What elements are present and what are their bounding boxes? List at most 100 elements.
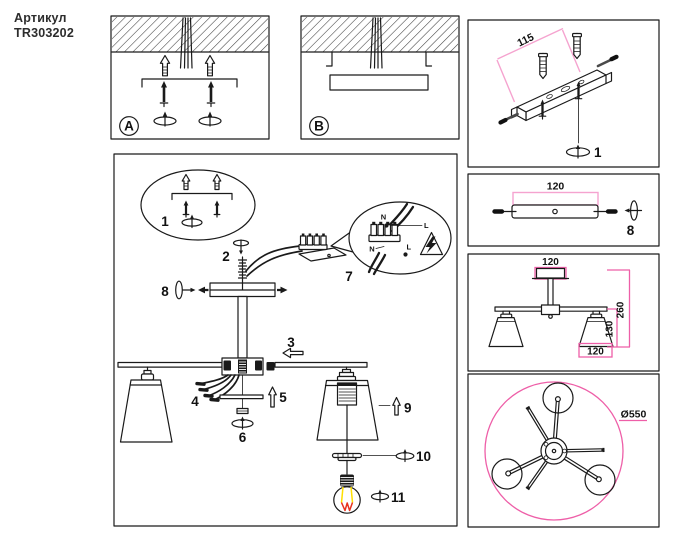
wall-anchor-icon xyxy=(571,32,582,60)
shade-height-label: 130 xyxy=(605,320,616,337)
step-10-label: 10 xyxy=(416,449,431,464)
mounting-screw-icon xyxy=(574,81,583,144)
screw-rotation-icon xyxy=(175,280,196,300)
down-rod xyxy=(237,295,248,359)
screw-rotation-icon xyxy=(624,200,643,221)
mounting-method-b-panel: B xyxy=(300,15,460,140)
total-height-label: 260 xyxy=(616,301,627,318)
screw-rotation-icon xyxy=(395,449,415,463)
hub-wires-step: 4 xyxy=(191,374,240,409)
canopy-detail-panel: 120 8 xyxy=(467,173,660,247)
mounting-method-a-panel: A xyxy=(110,15,270,140)
hub-assembly xyxy=(117,357,368,409)
chandelier-side-view xyxy=(488,267,614,348)
step-8-label: 8 xyxy=(161,284,169,299)
live-label: L xyxy=(424,221,429,230)
lock-nut-step: 6 xyxy=(231,407,254,445)
canopy-bar xyxy=(511,204,599,219)
cover-plate-step: 5 xyxy=(219,386,287,408)
up-arrow-icon xyxy=(268,386,277,408)
wiring-callout: N L N L xyxy=(330,201,452,276)
step-8-label: 8 xyxy=(627,223,635,238)
chandelier-top-view xyxy=(491,382,616,496)
terminal-screw xyxy=(403,252,408,257)
mounting-screw-icon xyxy=(182,200,190,218)
shade-width-label: 120 xyxy=(587,347,604,358)
diameter-circle xyxy=(484,381,624,521)
step-1-label: 1 xyxy=(161,214,169,229)
mounting-screw-icon xyxy=(159,81,169,108)
mains-wires xyxy=(369,17,383,69)
shade-outline xyxy=(584,464,616,496)
screw-rotation-icon xyxy=(231,416,254,430)
bracket-step-callout: 1 xyxy=(140,169,256,241)
left-lampshade xyxy=(119,366,173,443)
cover-plate xyxy=(219,394,264,400)
right-arm xyxy=(274,361,368,368)
step-2-label: 2 xyxy=(222,249,230,264)
canopy-step: 8 xyxy=(161,280,288,300)
assembly-diagram-panel: 1 2 xyxy=(113,153,458,527)
wall-anchor-icon xyxy=(204,54,216,77)
mounting-screw-icon xyxy=(206,81,216,108)
right-lampshade-assembly: 9 10 xyxy=(316,366,431,514)
height-dimensions: 260 130 120 xyxy=(578,269,631,358)
method-b-label: B xyxy=(314,119,324,134)
screw-rotation-icon xyxy=(198,111,222,127)
ceiling-hatch xyxy=(111,17,269,53)
light-bulb-icon xyxy=(333,474,361,514)
article-header: Артикул TR303202 xyxy=(14,11,74,41)
mounting-screw-icon xyxy=(213,200,221,218)
electric-warning-icon xyxy=(419,231,444,256)
step-9-label: 9 xyxy=(404,401,412,416)
threaded-nipple-step: 2 xyxy=(222,239,250,284)
threaded-rod xyxy=(237,256,248,284)
side-screw-icon xyxy=(596,54,619,68)
hub-top-view xyxy=(540,437,568,465)
mounting-bracket xyxy=(141,78,238,88)
mains-wires xyxy=(179,17,193,69)
shade-outline xyxy=(491,458,523,490)
lamp-socket xyxy=(336,382,358,406)
article-number: TR303202 xyxy=(14,26,74,40)
mounting-bracket xyxy=(171,192,233,201)
slide-arrow-right xyxy=(277,286,288,294)
shade-outline xyxy=(542,382,574,414)
arm-insert-step: 3 xyxy=(282,335,304,359)
step-7-label: 7 xyxy=(345,269,353,284)
ceiling-hatch xyxy=(301,17,459,53)
ceiling-hooks xyxy=(325,51,433,67)
side-view-panel: 120 260 130 xyxy=(467,253,660,372)
left-lampshade xyxy=(488,310,524,348)
arm-connector xyxy=(266,362,275,371)
neutral-label: N xyxy=(381,213,386,222)
shade-dimension-box xyxy=(578,342,613,358)
mounting-screw-icon xyxy=(538,99,547,120)
article-label: Артикул xyxy=(14,11,67,25)
side-screw-icon xyxy=(498,112,519,125)
method-a-badge: A xyxy=(119,116,139,136)
step-3-label: 3 xyxy=(287,335,295,350)
step-11-label: 11 xyxy=(391,490,406,505)
terminal-block-detail xyxy=(368,221,401,243)
step-6-label: 6 xyxy=(239,430,247,445)
mounting-bracket-iso xyxy=(510,69,613,122)
top-view-panel: Ø550 xyxy=(467,373,660,528)
canopy-width-label: 120 xyxy=(542,257,559,268)
neutral-label: N xyxy=(369,245,374,254)
terminal-block xyxy=(298,233,347,262)
up-arrow-icon xyxy=(392,396,401,416)
slide-arrow-left xyxy=(198,286,209,294)
screw-rotation-icon xyxy=(370,489,390,503)
canopy-width-label: 120 xyxy=(547,181,565,193)
shade-glass xyxy=(119,379,173,443)
method-b-badge: B xyxy=(309,116,329,136)
wall-anchor-icon xyxy=(181,173,191,191)
wall-anchor-icon xyxy=(159,54,171,77)
screw-rotation-icon xyxy=(232,239,250,255)
live-label: L xyxy=(407,243,412,252)
shade-ring xyxy=(331,452,363,462)
wall-anchor-icon xyxy=(212,173,222,191)
screw-rotation-icon xyxy=(153,111,177,127)
